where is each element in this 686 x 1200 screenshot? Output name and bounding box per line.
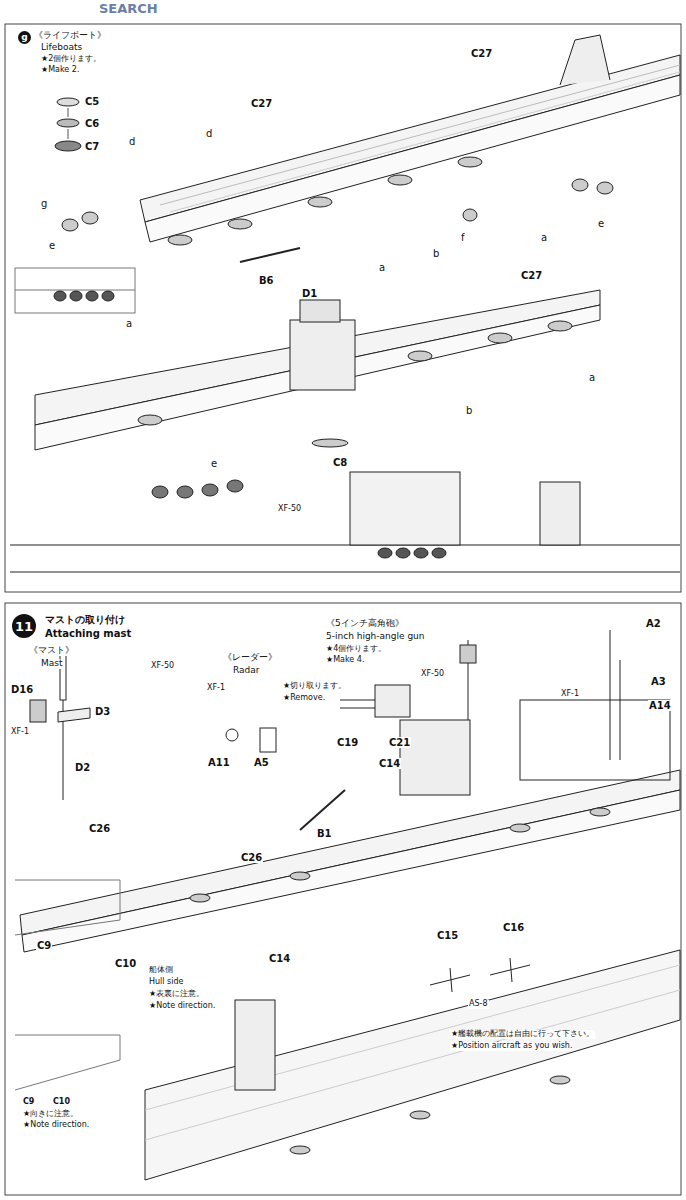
part-label: ★表裏に注意。 [148,990,205,999]
part-label: g [40,198,48,209]
part-label: a [588,372,596,383]
part-label: XF-1 [206,684,226,693]
part-label: C9 [22,1098,35,1107]
part-label: C15 [436,930,459,941]
part-label: b [465,405,473,416]
part-label: d [205,128,213,139]
part-label: XF-50 [277,505,302,514]
part-label: d [128,136,136,147]
part-label: ★Note direction. [148,1002,216,1011]
part-label: C16 [502,922,525,933]
part-label: ★Note direction. [22,1121,90,1130]
part-label: ★Make 4. [325,656,365,665]
part-label: A14 [648,700,672,711]
part-label: B1 [316,828,333,839]
part-label: Radar [232,666,261,676]
part-label: XF-1 [10,728,30,737]
step-badge: g [18,31,31,44]
part-label: C7 [84,141,100,152]
part-label: マストの取り付け [44,614,126,625]
part-label: ★向きに注意。 [22,1110,79,1119]
part-label: ★切り取ります。 [282,682,347,691]
part-label: C10 [52,1098,71,1107]
part-label: C14 [378,758,401,769]
part-label: a [125,318,133,329]
part-label: XF-50 [420,670,445,679]
part-label: a [378,262,386,273]
part-label: C26 [88,823,111,834]
part-label: B6 [258,275,275,286]
part-label: C21 [388,737,411,748]
part-label: 《ライフボート》 [33,31,107,41]
part-label: XF-1 [560,690,580,699]
part-label: C27 [520,270,543,281]
part-label: Attaching mast [44,628,132,639]
part-label: A2 [645,618,662,629]
part-label: Lifeboats [40,43,83,53]
part-label: Hull side [148,978,184,987]
step-badge: 11 [12,614,36,638]
part-label: A11 [207,757,231,768]
watermark: SEARCH [98,2,159,16]
part-label: C19 [336,737,359,748]
part-label: D16 [10,684,34,695]
part-label: 船体側 [148,966,174,975]
part-label: A3 [650,676,667,687]
part-label: ★艦載機の配置は自由に行って下さい。 [450,1030,595,1039]
part-label: 《レーダー》 [222,653,278,663]
part-label: ★Position aircraft as you wish. [450,1042,573,1051]
part-label: AS-8 [468,1000,489,1009]
part-label: C9 [36,940,52,951]
part-label: 5-inch high-angle gun [325,632,426,642]
part-label: C8 [332,457,348,468]
part-label: D3 [94,706,111,717]
part-label: C27 [250,98,273,109]
step-number: 11 [15,620,33,633]
part-label: ★Remove. [282,694,326,703]
part-label: f [460,232,466,243]
part-label: 《5インチ高角砲》 [325,619,405,629]
part-label: 《マスト》 [28,646,75,656]
part-label: b [432,248,440,259]
step-number: g [21,33,27,42]
part-label: D2 [74,762,91,773]
part-label: XF-50 [150,662,175,671]
part-label: ★Make 2. [40,66,80,75]
part-label: a [540,232,548,243]
part-label: C6 [84,118,100,129]
part-label: Mast [40,659,64,669]
part-label: e [597,218,605,229]
part-label: C26 [240,852,263,863]
part-label: C27 [470,48,493,59]
part-label: C10 [114,958,137,969]
part-label: ★4個作ります。 [325,645,387,654]
part-label: C5 [84,96,100,107]
part-label: C14 [268,953,291,964]
part-label: A5 [253,757,270,768]
part-label: e [48,240,56,251]
part-label: ★2個作ります。 [40,55,102,64]
part-label: e [210,458,218,469]
part-label: D1 [301,288,318,299]
